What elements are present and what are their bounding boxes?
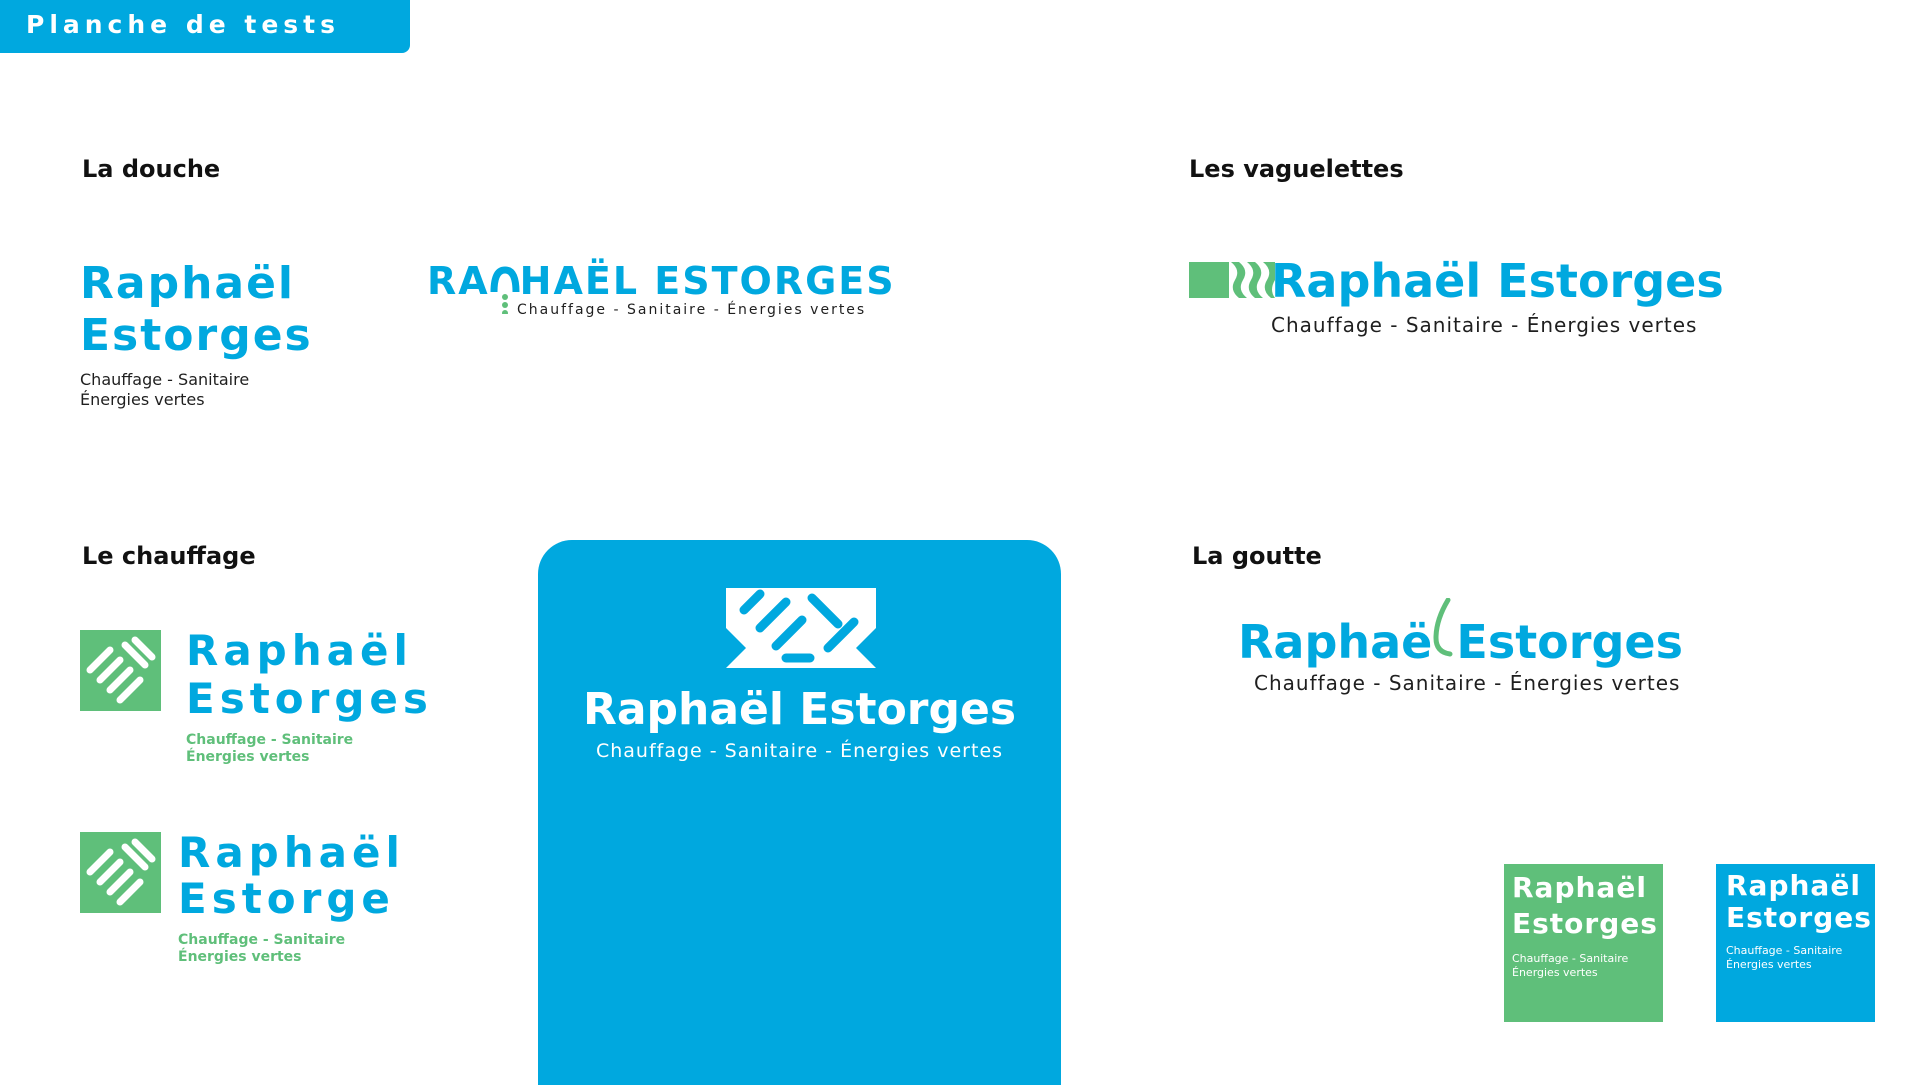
logo-name-line1: Raphaël: [80, 258, 296, 309]
pipe-symbol-icon: [80, 832, 161, 913]
logo-douche-wide: RA HAËL ESTORGES Chauffage - Sanitaire -…: [427, 262, 896, 320]
logo-name-line1: Raphaël: [186, 626, 413, 675]
logo-name-line1: Raphaël: [178, 828, 405, 877]
logo-name-line2: Estorge: [178, 874, 395, 923]
logo-name: Raphaël Estorges: [582, 684, 1017, 735]
shower-drip-icon: [490, 264, 520, 314]
logo-name-line1: Raphaël: [1726, 869, 1861, 902]
logo-name-line2: Estorges: [80, 310, 313, 361]
droplet-icon: [1432, 598, 1456, 662]
logo-square-green: Raphaël Estorges Chauffage - Sanitaire É…: [1504, 864, 1663, 1022]
logo-name-line2: Estorges: [1512, 907, 1658, 940]
logo-tagline-line2: Énergies vertes: [1512, 966, 1598, 979]
logo-tagline-line2: Énergies vertes: [186, 749, 310, 765]
logo-name-part-a: RA: [427, 259, 490, 303]
logo-tagline-line2: Énergies vertes: [80, 390, 205, 409]
section-title-douche: La douche: [82, 155, 221, 183]
logo-name-line1: Raphaël: [1512, 871, 1647, 904]
wave-bars-icon: [1189, 262, 1275, 298]
logo-tagline: Chauffage - Sanitaire - Énergies vertes: [595, 740, 1004, 762]
logo-name-part-b: Estorges: [1456, 615, 1683, 669]
pipe-symbol-icon: [726, 588, 876, 668]
logo-tagline-line2: Énergies vertes: [1726, 958, 1812, 971]
header-tab: Planche de tests: [0, 0, 410, 53]
logo-tagline-line1: Chauffage - Sanitaire: [1726, 944, 1843, 957]
logo-name-line2: Estorges: [1726, 901, 1872, 934]
section-title-vaguelettes: Les vaguelettes: [1189, 155, 1404, 183]
logo-square-blue: Raphaël Estorges Chauffage - Sanitaire É…: [1716, 864, 1875, 1022]
logo-tagline: Chauffage - Sanitaire - Énergies vertes: [1254, 671, 1681, 695]
logo-name-part-b: HAËL ESTORGES: [519, 259, 896, 303]
logo-tagline-line1: Chauffage - Sanitaire: [80, 370, 250, 389]
logo-douche-stacked: Raphaël Estorges Chauffage - Sanitaire É…: [80, 262, 313, 410]
logo-card-blue: Raphaël Estorges Chauffage - Sanitaire -…: [538, 540, 1061, 1085]
logo-tagline: Chauffage - Sanitaire - Énergies vertes: [517, 302, 867, 318]
section-title-chauffage: Le chauffage: [82, 542, 256, 570]
page-title: Planche de tests: [26, 10, 341, 39]
logo-tagline-line1: Chauffage - Sanitaire: [186, 732, 354, 748]
logo-goutte: Raphaë Estorges Chauffage - Sanitaire - …: [1238, 598, 1683, 696]
pipe-symbol-icon: [80, 630, 161, 711]
logo-tagline-line2: Énergies vertes: [178, 949, 302, 965]
logo-tagline-line1: Chauffage - Sanitaire: [178, 932, 346, 948]
logo-name-part-a: Raphaë: [1238, 615, 1433, 669]
logo-tagline: Chauffage - Sanitaire - Énergies vertes: [1271, 313, 1698, 337]
logo-tagline-line1: Chauffage - Sanitaire: [1512, 952, 1629, 965]
logo-name: Raphaël Estorges: [1271, 254, 1724, 308]
logo-name-line2: Estorges: [186, 674, 433, 723]
section-title-goutte: La goutte: [1192, 542, 1322, 570]
